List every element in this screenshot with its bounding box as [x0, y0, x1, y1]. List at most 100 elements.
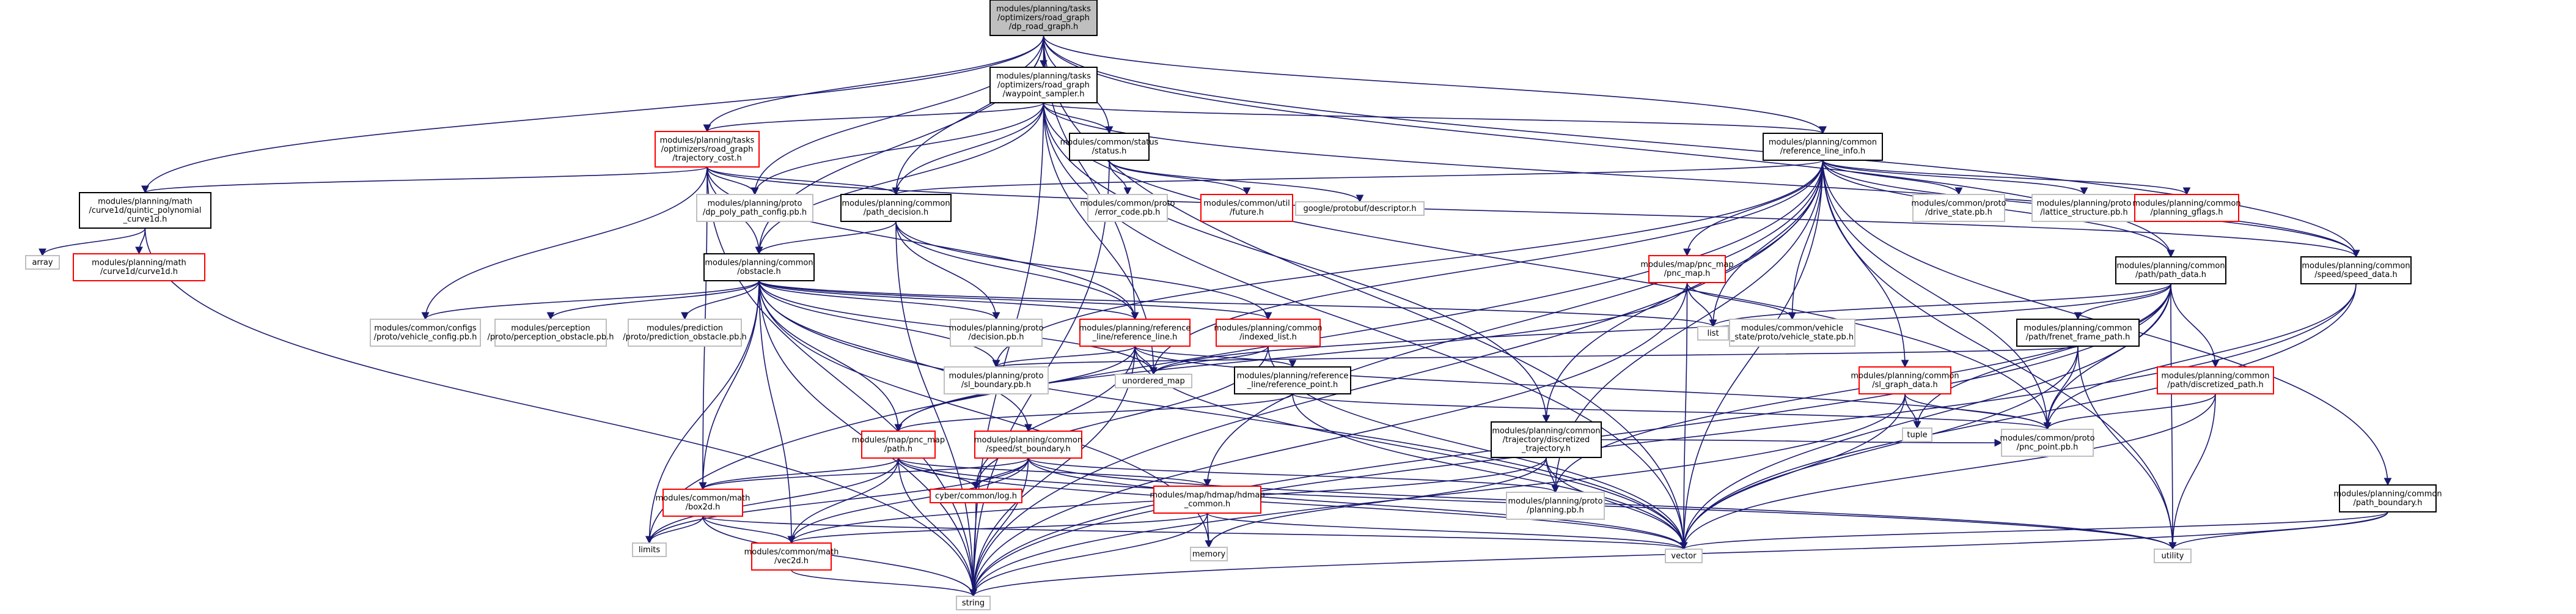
- node-box: [79, 192, 211, 229]
- edge-n34-to-n47: [898, 457, 1688, 550]
- node-label-line: modules/planning/common: [2116, 262, 2225, 271]
- node-modules-planning-common-path-path-data-h[interactable]: modules/planning/common/path/path_data.h: [2115, 256, 2226, 284]
- node-modules-planning-common-trajectory-discretized-trajectory-h[interactable]: modules/planning/common/trajectory/discr…: [1491, 421, 1602, 458]
- node-label-line: vector: [1671, 552, 1697, 561]
- node-string: string: [956, 596, 991, 610]
- node-modules-common-configs-proto-vehicle-config-pb-h: modules/common/configs/proto/vehicle_con…: [370, 319, 481, 347]
- edge-n17-to-n47: [1679, 282, 1688, 550]
- node-box: [696, 194, 813, 222]
- node-unordered-map: unordered_map: [1115, 374, 1192, 388]
- node-label-line: /path_boundary.h: [2354, 498, 2423, 508]
- node-label-line: modules/planning/common: [2024, 324, 2132, 333]
- node-modules-planning-common-speed-st-boundary-h[interactable]: modules/planning/common/speed/st_boundar…: [974, 431, 1082, 459]
- edge-n16-to-n20: [421, 280, 760, 320]
- node-box: [751, 542, 832, 571]
- node-label-line: limits: [639, 546, 661, 555]
- node-label-line: modules/planning/common: [1851, 372, 1959, 381]
- node-label-line: modules/common/proto: [1911, 199, 2006, 209]
- node-modules-common-math-vec2d-h[interactable]: modules/common/math/vec2d.h: [744, 542, 839, 571]
- edge-n33-to-n40: [699, 457, 1029, 490]
- edge-n4-to-n13: [1822, 160, 2191, 196]
- node-label-line: /dp_road_graph.h: [1009, 22, 1079, 31]
- node-modules-map-pnc-map-pnc-map-h[interactable]: modules/map/pnc_map/pnc_map.h: [1640, 255, 1734, 283]
- node-modules-planning-math-curve1d-quintic-polynomial-curve1d-h[interactable]: modules/planning/math/curve1d/quintic_po…: [79, 192, 211, 229]
- node-label-line: cyber/common/log.h: [935, 492, 1017, 501]
- node-label-line: /trajectory_cost.h: [672, 154, 741, 163]
- edge-n2-to-n5: [141, 166, 708, 194]
- node-label-line: modules/common/util: [1203, 199, 1290, 209]
- node-list: list: [1697, 326, 1729, 341]
- node-label-line: modules/planning/proto: [949, 372, 1044, 381]
- edge-n16-to-n44: [645, 280, 760, 544]
- node-modules-planning-reference-line-reference-line-h[interactable]: modules/planning/reference_line/referenc…: [1079, 319, 1191, 347]
- node-label-line: /dp_poly_path_config.pb.h: [703, 208, 807, 217]
- node-label-line: modules/planning/common: [2161, 372, 2269, 381]
- node-modules-planning-reference-line-reference-point-h[interactable]: modules/planning/reference_line/referenc…: [1234, 366, 1351, 394]
- node-cyber-common-log-h[interactable]: cyber/common/log.h: [930, 489, 1022, 503]
- node-modules-map-pnc-map-path-h[interactable]: modules/map/pnc_map/path.h: [852, 431, 945, 459]
- node-modules-planning-common-speed-speed-data-h[interactable]: modules/planning/common/speed/speed_data…: [2300, 256, 2412, 284]
- node-modules-common-status-status-h[interactable]: modules/common/status/status.h: [1060, 133, 1159, 161]
- node-label-line: modules/planning/reference: [1079, 324, 1191, 333]
- node-label-line: modules/planning/common: [1214, 324, 1322, 333]
- node-box: [1506, 492, 1605, 520]
- node-label-line: modules/planning/common: [1492, 426, 1600, 435]
- edge-n33-to-n47: [1027, 457, 1688, 550]
- node-modules-planning-math-curve1d-curve1d-h[interactable]: modules/planning/math/curve1d/curve1d.h: [73, 253, 205, 281]
- node-modules-planning-tasks-optimizers-road-graph-dp-road-graph-h[interactable]: modules/planning/tasks/optimizers/road_g…: [989, 0, 1098, 36]
- edge-n5-to-n14: [39, 227, 146, 257]
- node-modules-planning-common-path-frenet-frame-path-h[interactable]: modules/planning/common/path/frenet_fram…: [2016, 319, 2140, 347]
- node-modules-planning-common-reference-line-info-h[interactable]: modules/planning/common/reference_line_i…: [1763, 133, 1883, 161]
- edge-n18-to-n26: [1709, 283, 2171, 328]
- node-modules-common-proto-drive-state-pb-h: modules/common/proto/drive_state.pb.h: [1911, 194, 2006, 222]
- node-label-line: modules/map/pnc_map: [852, 436, 945, 445]
- edge-n0-to-n2: [703, 35, 1044, 133]
- node-modules-planning-tasks-optimizers-road-graph-waypoint-sampler-h[interactable]: modules/planning/tasks/optimizers/road_g…: [989, 67, 1098, 103]
- edge-n19-to-n38: [2043, 283, 2357, 431]
- edge-n1-to-n47: [1043, 102, 1688, 550]
- edge-n2-to-n6: [706, 166, 759, 196]
- node-box: [1190, 547, 1228, 561]
- node-label-line: _common.h: [1184, 500, 1231, 509]
- node-box: [2157, 366, 2274, 394]
- edge-n35-to-n38: [1904, 393, 2052, 431]
- edge-n31-to-n34: [894, 393, 1293, 432]
- node-box: [1912, 194, 2005, 222]
- node-label-line: /box2d.h: [686, 503, 721, 512]
- edge-n16-to-n25: [758, 280, 1272, 320]
- edge-n5-to-n49: [144, 227, 977, 597]
- node-modules-planning-common-obstacle-h[interactable]: modules/planning/common/obstacle.h: [703, 253, 815, 281]
- edge-n40-to-n47: [702, 516, 1687, 550]
- edge-n4-to-n30: [992, 160, 1824, 368]
- node-box: [2134, 194, 2239, 222]
- edge-n7-to-n49: [895, 221, 977, 597]
- node-label-line: modules/planning/reference: [1237, 372, 1349, 381]
- node-label-line: /status.h: [1092, 147, 1127, 156]
- edge-n28-to-n30: [993, 346, 2079, 368]
- node-modules-common-math-box2d-h[interactable]: modules/common/math/box2d.h: [656, 489, 750, 517]
- node-label-line: modules/planning/proto: [708, 199, 802, 209]
- node-modules-planning-common-path-boundary-h[interactable]: modules/planning/common/path_boundary.h: [2333, 484, 2442, 512]
- node-modules-planning-proto-decision-pb-h: modules/planning/proto/decision.pb.h: [949, 319, 1044, 347]
- node-box: [655, 131, 760, 168]
- edge-n16-to-n21: [546, 280, 760, 320]
- node-label-line: modules/planning/math: [92, 259, 186, 268]
- node-modules-planning-common-sl-graph-data-h[interactable]: modules/planning/common/sl_graph_data.h: [1851, 366, 1959, 394]
- node-modules-planning-common-path-decision-h[interactable]: modules/planning/common/path_decision.h: [840, 194, 952, 222]
- node-modules-planning-common-planning-gflags-h[interactable]: modules/planning/common/planning_gflags.…: [2132, 194, 2241, 222]
- edge-n18-to-n28: [2074, 283, 2171, 320]
- edge-n2-to-n49: [706, 166, 977, 597]
- node-label-line: _curve1d.h: [123, 215, 167, 224]
- node-label-line: modules/map/pnc_map: [1640, 261, 1733, 270]
- edge-n2-to-n20: [421, 166, 708, 320]
- node-modules-planning-common-indexed-list-h[interactable]: modules/planning/common/indexed_list.h: [1214, 319, 1323, 347]
- edge-n1-to-n7: [892, 102, 1044, 196]
- edge-n7-to-n24: [895, 221, 1139, 320]
- node-modules-planning-common-path-discretized-path-h[interactable]: modules/planning/common/path/discretized…: [2157, 366, 2274, 394]
- node-label-line: utility: [2162, 552, 2184, 561]
- node-modules-planning-tasks-optimizers-road-graph-trajectory-cost-h[interactable]: modules/planning/tasks/optimizers/road_g…: [655, 131, 760, 168]
- node-modules-common-util-future-h[interactable]: modules/common/util/future.h: [1200, 194, 1293, 222]
- edge-n32-to-n47: [1679, 393, 2216, 550]
- node-modules-map-hdmap-hdmap-common-h[interactable]: modules/map/hdmap/hdmap_common.h: [1150, 486, 1265, 514]
- edge-n3-to-n10: [1109, 160, 1364, 203]
